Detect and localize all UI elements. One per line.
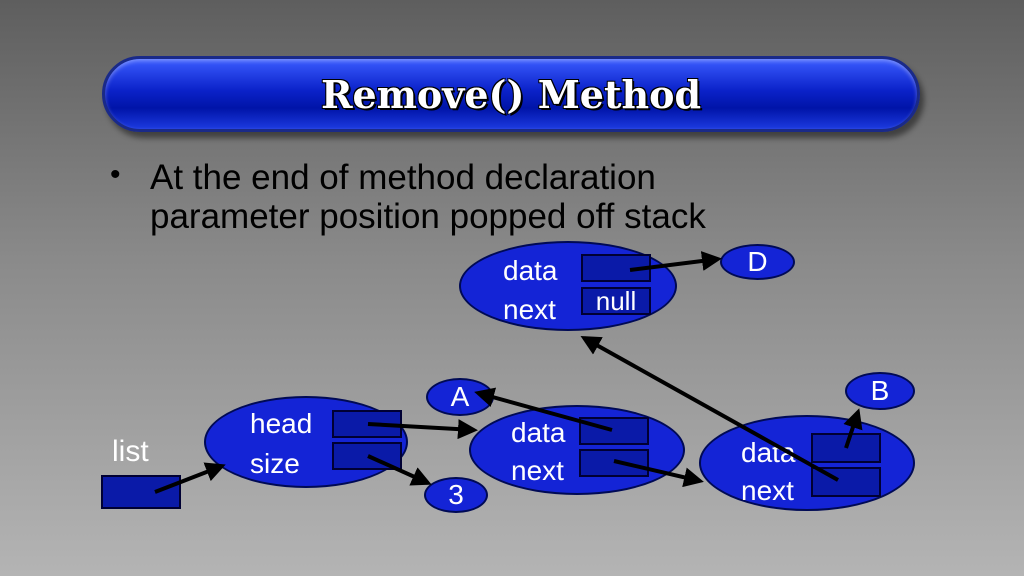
node-d-next-box: null: [581, 285, 651, 316]
value-d: D: [720, 244, 795, 280]
node-b-next-label: next: [741, 475, 794, 506]
node-a-next-label: next: [511, 455, 564, 486]
node-b: data next: [699, 415, 915, 511]
bullet-text-line-1: At the end of method declaration: [150, 158, 656, 197]
head-pointer-box: [332, 410, 402, 438]
node-a-data-label: data: [511, 417, 566, 448]
node-d-data-label: data: [503, 255, 558, 286]
slide-title: Remove() Method: [320, 71, 702, 117]
list-header-node: head size: [204, 396, 408, 488]
list-variable-label: list: [112, 435, 149, 468]
node-a-next-box: [579, 449, 649, 477]
value-size: 3: [424, 477, 488, 513]
title-banner: Remove() Method: [102, 56, 920, 132]
size-label: size: [250, 448, 300, 479]
node-d-data-box: [581, 254, 651, 282]
node-b-next-box: [811, 467, 881, 497]
node-d: data next null: [459, 241, 677, 331]
node-a-data-box: [579, 417, 649, 445]
node-d-next-null: null: [595, 285, 637, 316]
node-a: data next: [469, 405, 685, 495]
value-a: A: [426, 378, 494, 416]
list-pointer-box: [101, 475, 181, 509]
node-b-data-label: data: [741, 437, 796, 468]
node-d-next-label: next: [503, 294, 556, 325]
value-b: B: [845, 372, 915, 410]
head-label: head: [250, 408, 313, 439]
bullet-icon: •: [110, 158, 121, 191]
size-value-box: [332, 442, 402, 470]
bullet-text-line-2: parameter position popped off stack: [150, 197, 706, 236]
node-b-data-box: [811, 433, 881, 463]
